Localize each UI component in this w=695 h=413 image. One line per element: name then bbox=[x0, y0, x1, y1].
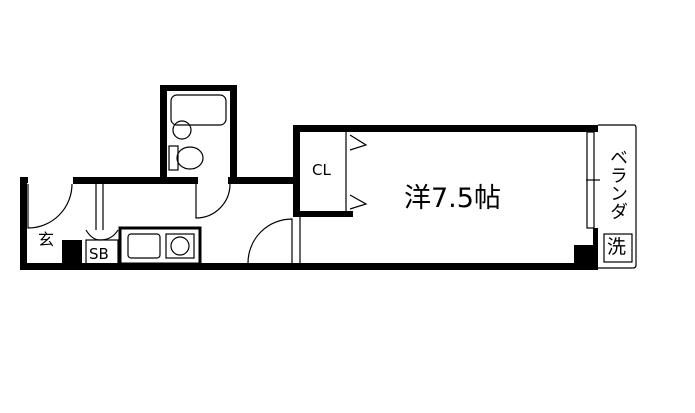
washer-box bbox=[603, 233, 633, 263]
pillar bbox=[574, 245, 598, 265]
toilet bbox=[176, 146, 204, 170]
bath-door[interactable] bbox=[195, 183, 231, 219]
entry-pillar bbox=[62, 240, 82, 265]
closet-doors[interactable] bbox=[349, 134, 368, 210]
wall-left bbox=[20, 177, 27, 270]
entry-door[interactable] bbox=[27, 183, 73, 229]
shoe-box bbox=[85, 239, 119, 265]
entrance-label: 玄 bbox=[38, 230, 55, 249]
stove-burner bbox=[170, 236, 190, 256]
wall-top-entry bbox=[73, 177, 198, 184]
toilet-tank bbox=[168, 145, 179, 171]
wall-bottom bbox=[20, 263, 598, 270]
balcony-label: ベランダ bbox=[607, 148, 628, 220]
wall-room-left bbox=[293, 125, 300, 217]
room-door[interactable] bbox=[247, 218, 293, 264]
stove bbox=[165, 233, 195, 259]
kitchen-sink bbox=[127, 233, 161, 259]
wall-bath-right bbox=[230, 85, 237, 184]
sink-bath bbox=[172, 120, 192, 140]
wall-closet-bottom bbox=[293, 211, 353, 217]
closet-label: CL bbox=[312, 161, 331, 179]
sb-door[interactable] bbox=[85, 229, 119, 241]
kitchen-counter bbox=[118, 226, 202, 266]
bathtub bbox=[170, 94, 227, 126]
washer-label: 洗 bbox=[607, 236, 627, 258]
wall-bath-left bbox=[160, 85, 167, 184]
wall-room-top bbox=[293, 125, 598, 132]
wall-bath-top bbox=[160, 85, 237, 91]
wall-top-entry-left bbox=[20, 177, 28, 183]
wall-top-hall bbox=[228, 177, 300, 184]
walls bbox=[20, 85, 598, 270]
balcony bbox=[598, 124, 637, 269]
main-room-label: 洋7.5帖 bbox=[404, 183, 501, 214]
shoe-box-label: SB bbox=[89, 245, 109, 263]
